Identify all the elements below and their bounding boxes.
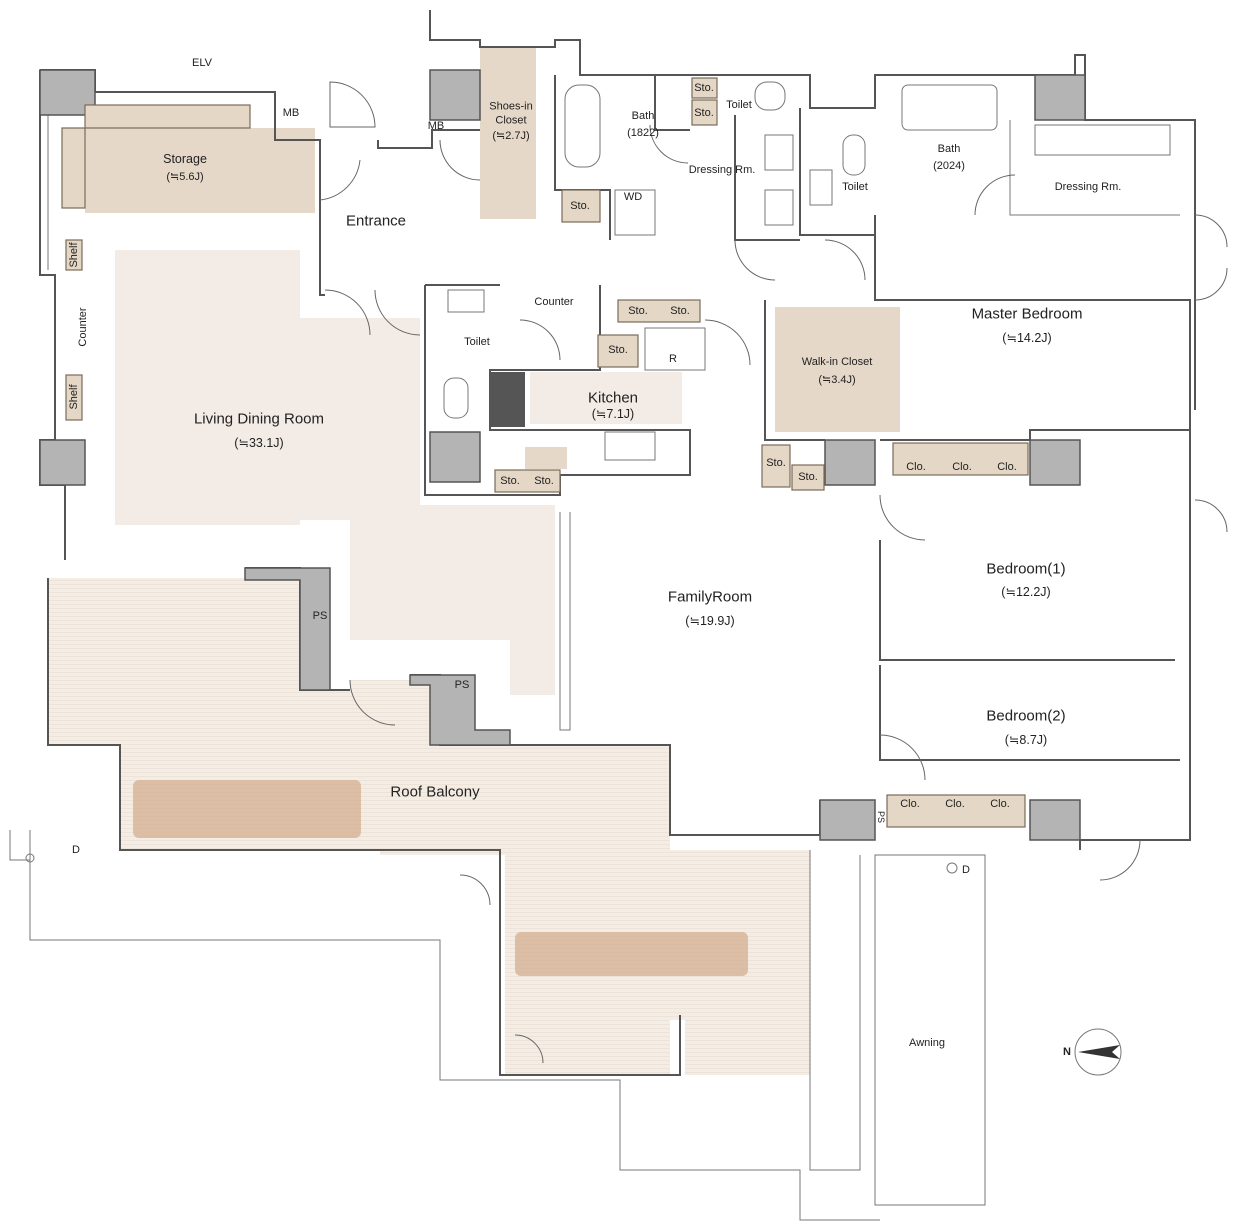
toilet-label: Toilet bbox=[842, 180, 868, 193]
sto-label: Sto. bbox=[534, 474, 554, 487]
roof-balcony-label: Roof Balcony bbox=[390, 783, 480, 801]
wic-name: Walk-in Closet bbox=[801, 355, 873, 368]
column bbox=[819, 799, 876, 841]
clo-label: Clo. bbox=[945, 797, 965, 810]
column bbox=[1029, 439, 1081, 486]
sto-label: Sto. bbox=[766, 456, 786, 469]
ldr-area: (≒33.1J) bbox=[234, 435, 284, 450]
sto-label: Sto. bbox=[570, 199, 590, 212]
column bbox=[429, 69, 481, 121]
ldr-name: Living Dining Room bbox=[193, 410, 325, 428]
column bbox=[39, 439, 86, 486]
bath2-name: Bath bbox=[937, 142, 961, 155]
ps-label: PS bbox=[454, 678, 470, 691]
storage-area: (≒5.6J) bbox=[166, 170, 204, 183]
shoes-area: (≒2.7J) bbox=[492, 129, 530, 142]
column bbox=[429, 431, 481, 483]
ps-label: PS bbox=[875, 810, 886, 824]
clo-label: Clo. bbox=[906, 460, 926, 473]
planter-1 bbox=[133, 780, 361, 838]
awning-label: Awning bbox=[909, 1036, 945, 1049]
sto-label: Sto. bbox=[694, 106, 714, 119]
d-label: D bbox=[72, 843, 80, 856]
clo-label: Clo. bbox=[997, 460, 1017, 473]
west-wall bbox=[39, 70, 66, 560]
dressing-label: Dressing Rm. bbox=[688, 163, 756, 176]
mb-label: MB bbox=[427, 119, 445, 132]
living-floor bbox=[115, 250, 555, 695]
clo-label: Clo. bbox=[952, 460, 972, 473]
planter-2 bbox=[515, 932, 748, 976]
sto-label: Sto. bbox=[798, 470, 818, 483]
bath2-size: (2024) bbox=[933, 159, 965, 172]
column bbox=[824, 439, 876, 486]
sto-label: Sto. bbox=[628, 304, 648, 317]
entrance-label: Entrance bbox=[345, 212, 407, 230]
clo-label: Clo. bbox=[990, 797, 1010, 810]
storage-name: Storage bbox=[163, 151, 207, 166]
column bbox=[244, 567, 331, 691]
kitchen-area: (≒7.1J) bbox=[591, 406, 635, 421]
east-wall bbox=[1079, 430, 1191, 850]
wd-label: WD bbox=[623, 190, 643, 203]
shelf-label: Shelf bbox=[67, 384, 80, 410]
shoes-name: Shoes-in Closet bbox=[489, 100, 533, 127]
counter-label: Counter bbox=[534, 295, 574, 308]
wic-area: (≒3.4J) bbox=[818, 373, 856, 386]
master-name: Master Bedroom bbox=[971, 305, 1083, 323]
toilet-label: Toilet bbox=[464, 335, 490, 348]
awning-outline bbox=[874, 854, 986, 1206]
sto-label: Sto. bbox=[694, 81, 714, 94]
r-label: R bbox=[669, 352, 677, 365]
master-area: (≒14.2J) bbox=[1002, 330, 1052, 345]
bed1-area: (≒12.2J) bbox=[1001, 584, 1051, 599]
elv-label: ELV bbox=[192, 56, 212, 69]
bath1-name: Bath bbox=[631, 109, 655, 122]
storage-fill bbox=[85, 128, 315, 213]
compass-circle bbox=[1074, 1028, 1122, 1076]
sto-label: Sto. bbox=[608, 343, 628, 356]
family-area: (≒19.9J) bbox=[685, 613, 735, 628]
counter-label: Counter bbox=[76, 307, 89, 347]
kitchen-toilet-wall bbox=[424, 285, 691, 496]
wic-fill bbox=[775, 307, 900, 432]
column bbox=[409, 674, 511, 746]
sto-label: Sto. bbox=[670, 304, 690, 317]
north-wall bbox=[429, 10, 1196, 410]
kitchen-counter bbox=[530, 372, 682, 424]
mb-label: MB bbox=[282, 106, 300, 119]
ps-label: PS bbox=[312, 609, 328, 622]
toilet-label: Toilet bbox=[726, 98, 752, 111]
terrace-outline bbox=[29, 830, 880, 1221]
d-label: D bbox=[962, 863, 970, 876]
dressing-label: Dressing Rm. bbox=[1054, 180, 1122, 193]
compass-arrow bbox=[1078, 1045, 1120, 1059]
bed2-area: (≒8.7J) bbox=[1004, 732, 1048, 747]
sto-label: Sto. bbox=[500, 474, 520, 487]
kitchen-name: Kitchen bbox=[587, 389, 639, 407]
column bbox=[1029, 799, 1081, 841]
clo-label: Clo. bbox=[900, 797, 920, 810]
bed1-name: Bedroom(1) bbox=[986, 560, 1066, 578]
shelf-label: Shelf bbox=[67, 242, 80, 268]
shoes-closet-fill bbox=[480, 47, 536, 219]
family-name: FamilyRoom bbox=[667, 588, 753, 606]
column bbox=[1034, 74, 1086, 121]
bath1-size: (1822) bbox=[627, 126, 659, 139]
north-label: N bbox=[1063, 1045, 1071, 1058]
bed2-name: Bedroom(2) bbox=[986, 707, 1066, 725]
